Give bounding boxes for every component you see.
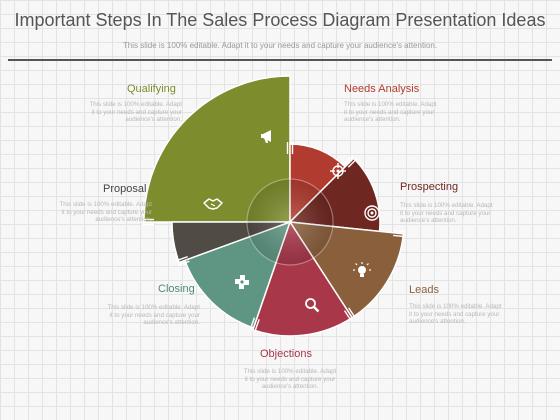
segment-marker-objections: [343, 307, 356, 321]
label-objections: Objections: [260, 348, 312, 360]
label-prospecting: Prospecting: [400, 181, 459, 193]
puzzle-icon: [235, 275, 249, 289]
magnifier-icon: [305, 298, 320, 313]
segment-marker-prospecting: [344, 154, 358, 168]
label-closing: Closing: [158, 283, 195, 295]
segment-marker-needs-analysis: [286, 142, 294, 154]
segment-marker-proposal: [176, 255, 190, 267]
header-divider: [8, 59, 552, 61]
label-proposal: Proposal: [103, 183, 147, 195]
megaphone-icon: [261, 130, 271, 143]
bullseye-icon: [364, 205, 380, 221]
hub-ring: [246, 178, 334, 266]
segment-marker-leads: [393, 229, 406, 238]
segment-marker-qualifying: [142, 218, 154, 226]
label-needs-analysis: Needs Analysis: [344, 83, 420, 95]
target-icon: [330, 163, 346, 179]
segment-objections: [251, 220, 354, 337]
segment-marker-closing: [249, 317, 260, 331]
label-leads: Leads: [409, 284, 439, 296]
page-title: Important Steps In The Sales Process Dia…: [14, 10, 546, 30]
page-subtitle: This slide is 100% editable. Adapt it to…: [122, 41, 438, 50]
segment-qualifying: [143, 75, 291, 223]
handshake-icon: [203, 198, 223, 210]
label-qualifying: Qualifying: [127, 83, 176, 95]
lightbulb-icon: [353, 262, 371, 277]
